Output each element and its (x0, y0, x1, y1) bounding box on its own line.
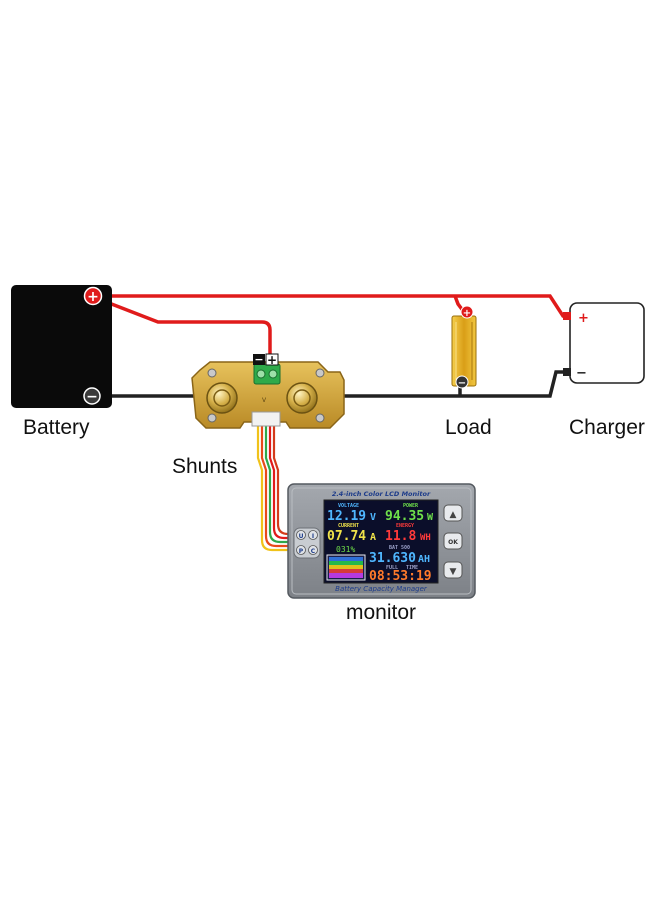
monitor-label: monitor (346, 601, 417, 624)
terminal-plus-sign: + (267, 353, 277, 367)
load-positive-terminal (460, 305, 474, 319)
lcd-readings: VOLTAGE 12.19 V POWER 94.35 W CURRENT 07… (327, 503, 434, 584)
sense-cable (256, 425, 289, 552)
button-c-label: C (311, 548, 316, 555)
wire-battery-positive-to-shunt (95, 296, 272, 357)
voltage-unit: V (370, 512, 376, 523)
wire-battery-positive-to-charger (96, 294, 570, 318)
load-negative-sign: − (458, 378, 466, 389)
button-c[interactable]: C (308, 545, 318, 556)
energy-label: ENERGY (396, 523, 414, 529)
load-resistor: + − (451, 305, 477, 389)
shunt-bolt-left (206, 382, 238, 414)
ok-button-label: OK (448, 539, 458, 546)
button-i-label: I (312, 533, 314, 540)
load-negative-terminal (455, 375, 469, 389)
energy-unit: WH (420, 533, 431, 543)
charger-positive-sign: + (578, 311, 589, 326)
charger-negative-sign: − (576, 366, 587, 381)
voltage-label: VOLTAGE (338, 503, 359, 509)
button-p[interactable]: P (296, 545, 306, 556)
shunt-screws (207, 368, 325, 423)
current-unit: A (370, 532, 376, 543)
wire-shunt-to-load-charger (334, 370, 570, 398)
up-arrow-icon: ▲ (450, 510, 457, 520)
current-value: 07.74 (327, 529, 366, 544)
shunts-label: Shunts (172, 455, 238, 478)
power-value: 94.35 (385, 509, 424, 524)
charger-body (569, 302, 645, 384)
capacity-unit: AH (418, 554, 430, 565)
shunt-sense-connector (251, 411, 281, 427)
capacity-value: 31.630 (369, 551, 416, 566)
positive-wires (95, 294, 570, 357)
shunt-bolt-right (286, 382, 318, 414)
battery-label: Battery (23, 416, 90, 439)
svg-text:V: V (262, 397, 267, 404)
power-unit: W (427, 512, 434, 523)
ok-button[interactable]: OK (443, 532, 463, 550)
monitor-device: 2.4-inch Color LCD Monitor Battery Capac… (287, 483, 476, 599)
time-value: 08:53:19 (369, 569, 432, 584)
battery-level-graphic (326, 554, 366, 581)
left-button-panel: U I P C (293, 527, 321, 559)
current-label: CURRENT (338, 523, 359, 529)
button-u-label: U (299, 533, 304, 540)
time-label: TIME (406, 565, 418, 571)
battery-negative-terminal (83, 387, 101, 405)
charger: + − (563, 302, 645, 384)
terminal-minus-tag (253, 354, 265, 365)
down-button[interactable]: ▼ (443, 561, 463, 579)
battery-positive-terminal (83, 286, 103, 306)
power-label: POWER (403, 503, 419, 509)
down-arrow-icon: ▼ (450, 567, 457, 577)
load-label: Load (445, 416, 492, 439)
battery: + − (11, 285, 112, 408)
charger-positive-terminal (563, 312, 571, 320)
button-p-label: P (299, 548, 304, 555)
full-label: FULL (386, 565, 398, 571)
battery-positive-sign: + (87, 289, 99, 305)
terminal-minus-sign: − (254, 353, 263, 366)
terminal-plus-tag (265, 353, 279, 366)
charger-label: Charger (569, 416, 645, 439)
right-button-panel: ▲ OK ▼ (443, 504, 463, 579)
up-button[interactable]: ▲ (443, 504, 463, 522)
voltage-value: 12.19 (327, 509, 366, 524)
button-i[interactable]: I (308, 530, 318, 541)
bat-label: BAT 500 (389, 545, 410, 551)
energy-value: 11.8 (385, 529, 416, 544)
button-u[interactable]: U (296, 530, 306, 541)
battery-body (11, 285, 112, 408)
battery-negative-sign: − (86, 389, 98, 405)
shunt: V − + (191, 353, 345, 552)
load-positive-sign: + (463, 308, 471, 319)
monitor-header: 2.4-inch Color LCD Monitor (332, 490, 431, 498)
percent-value: 031% (336, 545, 355, 554)
monitor-footer: Battery Capacity Manager (335, 585, 428, 593)
charger-negative-terminal (563, 368, 571, 376)
